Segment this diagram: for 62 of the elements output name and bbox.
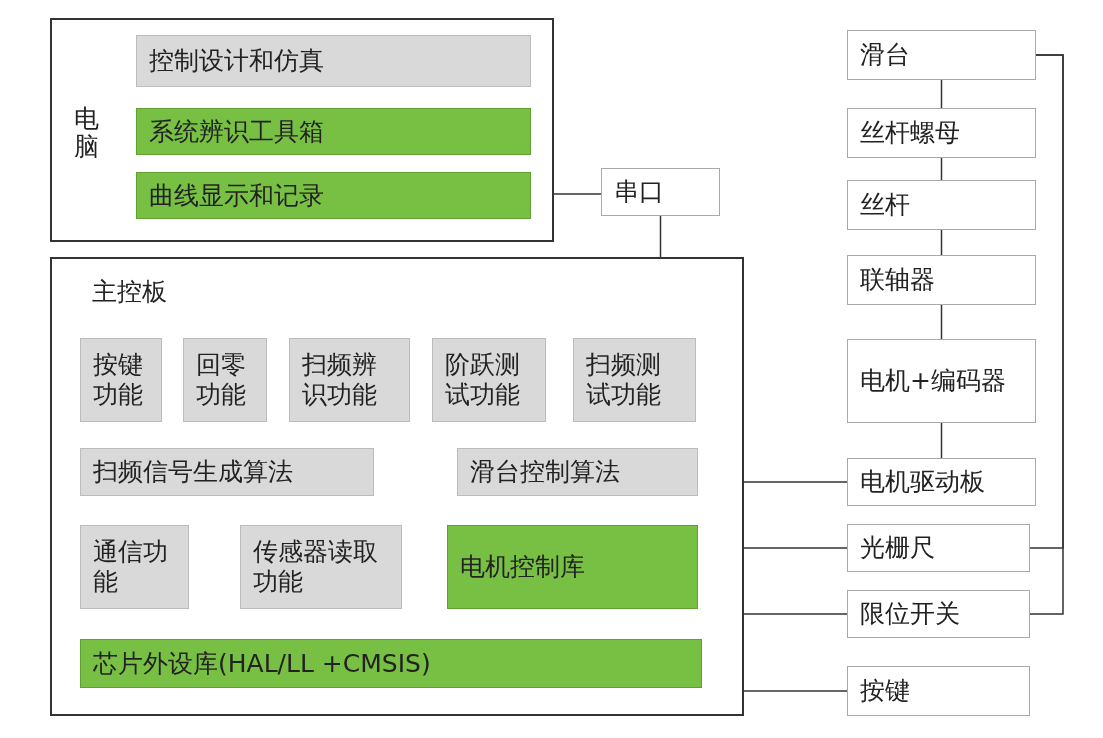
node-label: 传感器读取功能 xyxy=(253,537,379,597)
function-box xyxy=(80,338,162,422)
function-box xyxy=(432,338,546,422)
node-label: 串口 xyxy=(614,177,664,207)
node-label: 电机控制库 xyxy=(460,552,585,582)
function-box xyxy=(183,338,267,422)
component-box xyxy=(847,30,1036,80)
node-label: 曲线显示和记录 xyxy=(149,180,324,211)
node-label: 滑台 xyxy=(860,40,910,70)
panel-box xyxy=(50,257,744,716)
node-label: 通信功能 xyxy=(93,537,169,597)
connector-line xyxy=(940,79,943,109)
node-label: 扫频辨识功能 xyxy=(302,350,378,410)
node-label: 电脑 xyxy=(74,105,99,160)
connector-line xyxy=(743,690,848,692)
connector-line xyxy=(743,613,848,615)
node-label: 按键 xyxy=(860,676,910,706)
connector-line xyxy=(940,304,943,340)
connector-line xyxy=(659,215,662,258)
node-label: 阶跃测试功能 xyxy=(445,350,521,410)
node-label: 按键功能 xyxy=(93,350,144,410)
component-box xyxy=(847,255,1036,305)
node-label: 光栅尺 xyxy=(860,533,935,563)
connector-line xyxy=(743,547,848,549)
component-box xyxy=(847,590,1030,638)
component-box xyxy=(847,339,1036,423)
node-label: 联轴器 xyxy=(860,265,935,295)
function-box xyxy=(573,338,696,422)
node-label: 扫频测试功能 xyxy=(586,350,662,410)
library-box xyxy=(136,172,531,219)
library-box xyxy=(447,525,698,609)
function-box xyxy=(289,338,410,422)
function-box xyxy=(80,525,189,609)
function-box xyxy=(457,448,698,496)
function-box xyxy=(80,448,374,496)
component-box xyxy=(847,108,1036,158)
component-box xyxy=(847,666,1030,716)
node-label: 丝杆螺母 xyxy=(860,118,960,148)
connector-line xyxy=(940,422,943,459)
panel-box xyxy=(50,18,554,242)
node-label: 电机驱动板 xyxy=(860,467,985,497)
node-label: 主控板 xyxy=(92,277,167,307)
component-box xyxy=(847,458,1036,506)
node-label: 限位开关 xyxy=(860,599,960,629)
function-box xyxy=(136,35,531,87)
library-box xyxy=(80,639,702,688)
node-label: 电机+编码器 xyxy=(860,366,1006,396)
node-label: 芯片外设库(HAL/LL +CMSIS) xyxy=(93,648,431,679)
node-label: 控制设计和仿真 xyxy=(149,46,324,76)
node-label: 系统辨识工具箱 xyxy=(149,116,324,147)
function-box xyxy=(240,525,402,609)
library-box xyxy=(136,108,531,155)
node-label: 滑台控制算法 xyxy=(470,457,620,487)
component-box xyxy=(847,180,1036,230)
connector-line xyxy=(940,157,943,181)
node-label: 丝杆 xyxy=(860,190,910,220)
component-box xyxy=(601,168,720,216)
component-box xyxy=(847,524,1030,572)
node-label: 回零功能 xyxy=(196,350,247,410)
connector-line xyxy=(743,481,848,483)
node-label: 扫频信号生成算法 xyxy=(93,457,293,487)
connector-line xyxy=(940,229,943,256)
